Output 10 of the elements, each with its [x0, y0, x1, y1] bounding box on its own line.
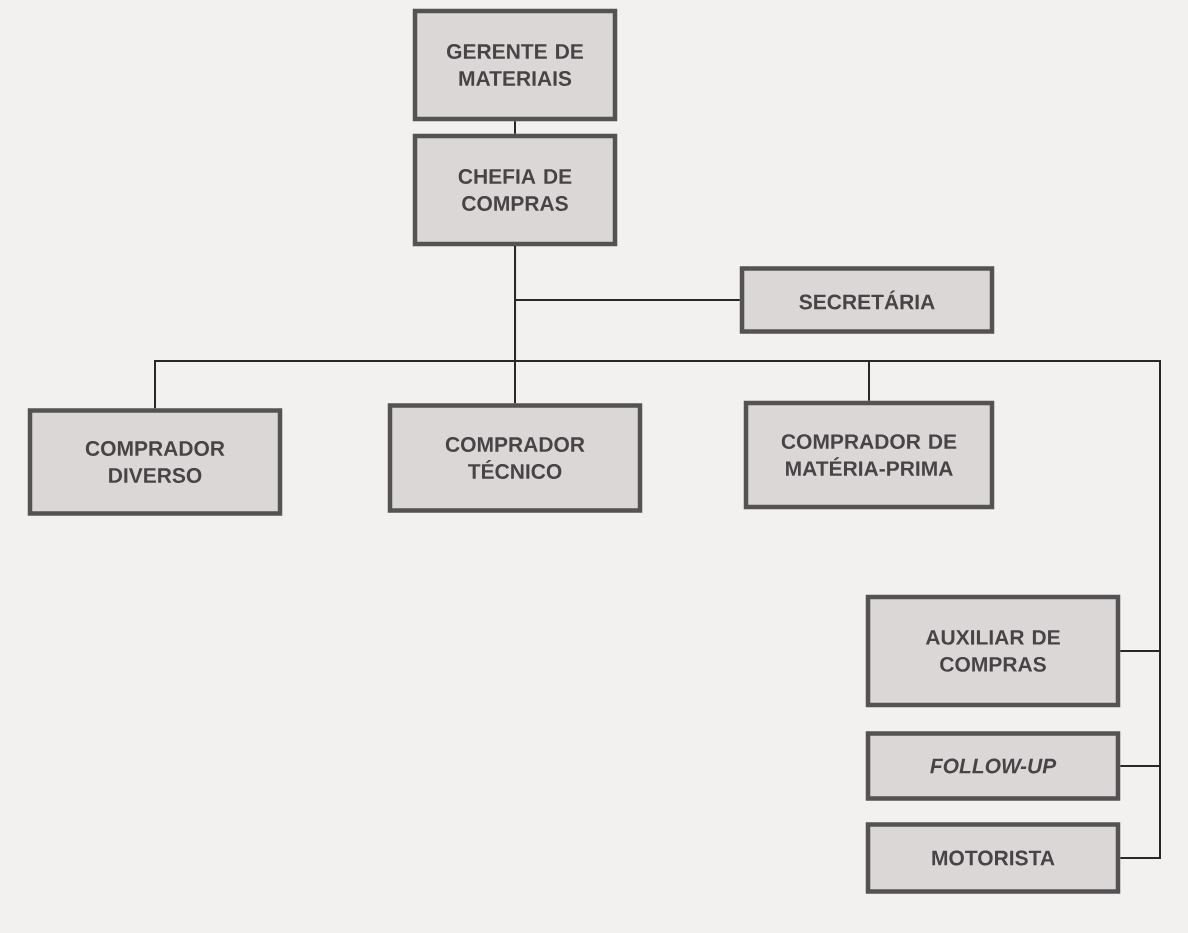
org-box: GERENTE DE MATERIAIS [412, 8, 618, 122]
org-box: FOLLOW-UP [865, 731, 1121, 801]
org-box: COMPRADOR TÉCNICO [387, 403, 643, 513]
org-box: MOTORISTA [865, 822, 1121, 894]
connector-line [514, 120, 516, 135]
org-box: COMPRADOR DE MATÉRIA-PRIMA [743, 400, 995, 510]
org-box: AUXILIAR DE COMPRAS [865, 594, 1121, 708]
org-box: CHEFIA DE COMPRAS [412, 133, 618, 247]
org-box: SECRETÁRIA [739, 266, 995, 334]
org-box: COMPRADOR DIVERSO [27, 408, 283, 516]
